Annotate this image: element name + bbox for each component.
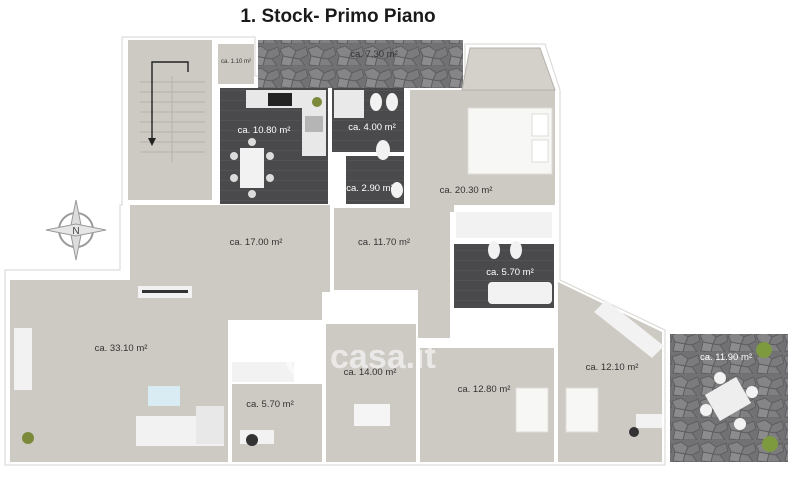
study-shelf: [232, 362, 294, 382]
desk-3: [636, 414, 662, 428]
room-hall: [130, 205, 330, 320]
label-closet: ca. 1.10 m²: [221, 59, 251, 65]
chair: [248, 138, 256, 146]
label-terrace-right: ca. 11.90 m²: [700, 352, 752, 363]
room-study: [232, 384, 322, 462]
area-labels: ca. 7.30 m² ca. 1.10 m² ca. 10.80 m² ca.…: [95, 49, 752, 410]
room-terrace-top: [258, 40, 463, 88]
bed-pillow: [531, 113, 549, 137]
chair: [248, 190, 256, 198]
living-plant: [22, 432, 34, 444]
compass: N: [45, 199, 107, 261]
terrace-chair: [700, 404, 712, 416]
stairwell: [128, 40, 212, 200]
study-chair: [246, 434, 258, 446]
living-shelf: [14, 328, 32, 390]
rooms: [10, 40, 788, 462]
bath2-bidet: [510, 241, 522, 259]
bay-window: [461, 47, 556, 91]
plant-kitchen: [312, 97, 322, 107]
compass-label: N: [72, 226, 79, 237]
terrace-table: [704, 377, 752, 421]
label-terrace-top: ca. 7.30 m²: [350, 49, 398, 60]
bed-2: [515, 387, 549, 433]
living-radiator-inner: [142, 290, 188, 293]
dining-table: [354, 404, 390, 426]
kitchen-table: [240, 148, 264, 188]
toilet: [370, 93, 382, 111]
label-bathroom-1: ca. 4.00 m²: [348, 122, 396, 133]
wc-sink: [391, 182, 403, 198]
bathtub: [488, 282, 552, 304]
room-corridor: [334, 208, 450, 338]
watermark-text: casa.it: [330, 338, 436, 376]
chair: [230, 152, 238, 160]
stairs-arrow: [151, 61, 189, 142]
living-coffee-table: [148, 386, 180, 406]
watermark-logo-icon: [286, 342, 322, 378]
room-closet: [218, 44, 254, 84]
chair-3: [629, 427, 639, 437]
label-living: ca. 33.10 m²: [95, 343, 148, 354]
wc-toilet: [376, 140, 390, 160]
label-wc: ca. 2.90 m²: [346, 183, 394, 194]
label-dining: ca. 14.00 m²: [344, 367, 397, 378]
chair: [266, 152, 274, 160]
chair: [230, 174, 238, 182]
bidet: [386, 93, 398, 111]
sink: [305, 116, 323, 132]
page-title: 1. Stock- Primo Piano: [240, 6, 436, 27]
living-armchair: [196, 406, 224, 444]
terrace-plant: [762, 436, 778, 452]
wardrobe: [456, 212, 552, 238]
label-bedroom-master: ca. 20.30 m²: [440, 185, 493, 196]
chair: [266, 174, 274, 182]
stairs-arrowhead: [148, 138, 156, 146]
terrace-chair: [714, 372, 726, 384]
stove: [268, 93, 292, 106]
label-bathroom-2: ca. 5.70 m²: [486, 267, 534, 278]
shower: [334, 90, 364, 118]
terrace-chair: [746, 386, 758, 398]
label-study: ca. 5.70 m²: [246, 399, 294, 410]
room-dining: [326, 324, 416, 462]
bath2-toilet: [488, 241, 500, 259]
label-hall: ca. 17.00 m²: [230, 237, 283, 248]
terrace-chair: [734, 418, 746, 430]
label-bedroom-3: ca. 12.10 m²: [586, 362, 639, 373]
terrace-plant: [756, 342, 772, 358]
label-kitchen: ca. 10.80 m²: [238, 125, 291, 136]
wardrobe-3: [594, 300, 664, 358]
stairs: [140, 76, 205, 162]
bed-3: [565, 387, 599, 433]
label-bedroom-2: ca. 12.80 m²: [458, 384, 511, 395]
label-corridor: ca. 11.70 m²: [358, 237, 410, 248]
bed-pillow: [531, 139, 549, 163]
